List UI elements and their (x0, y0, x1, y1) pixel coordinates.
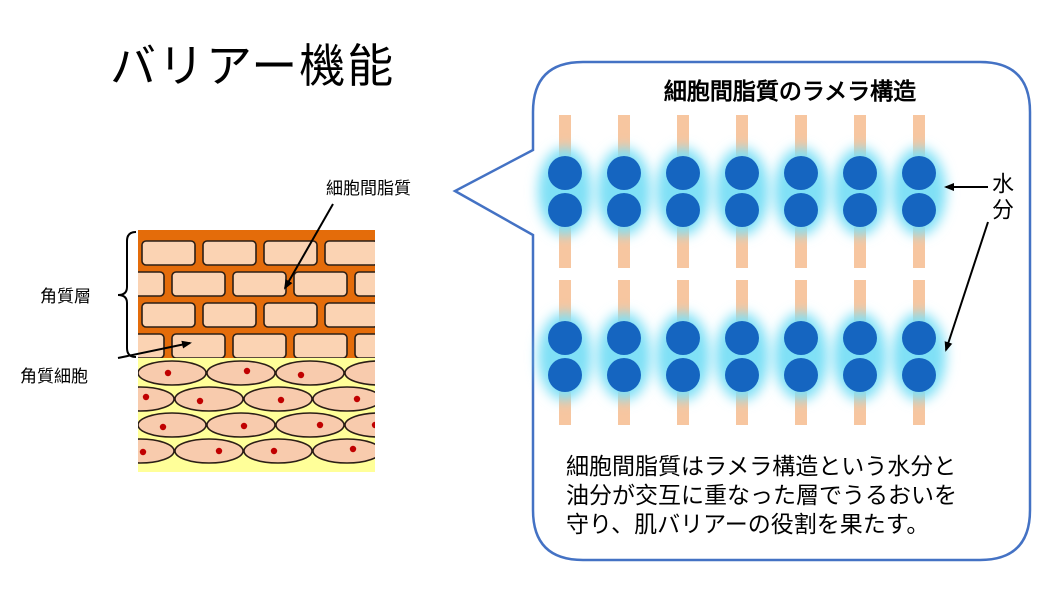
water-label: 水分 (988, 172, 1013, 224)
cell-nucleus (316, 421, 324, 429)
water-molecule (548, 156, 582, 190)
cell-nucleus (353, 395, 361, 403)
granular-layer (138, 358, 385, 472)
corneocyte-brick (263, 240, 318, 266)
corneocyte-brick (324, 302, 375, 328)
granular-cell (275, 412, 345, 438)
corneocyte-brick (141, 302, 196, 328)
granular-cell (138, 386, 175, 412)
cell-nucleus (164, 369, 172, 377)
water-molecule (548, 358, 582, 392)
corneocyte-brick (138, 271, 165, 297)
water-molecule (666, 193, 700, 227)
corneocyte-brick (171, 271, 226, 297)
cell-nucleus (349, 445, 357, 453)
stratum-corneum-bracket (117, 231, 137, 358)
page-title: バリアー機能 (110, 39, 396, 93)
water-molecule (607, 321, 641, 355)
lamellar-description: 細胞間脂質はラメラ構造という水分と 油分が交互に重なった層でうるおいを 守り、肌… (566, 453, 957, 540)
water-molecule (548, 193, 582, 227)
water-molecule (666, 321, 700, 355)
corneocyte-label: 角質細胞 (20, 367, 88, 387)
corneocyte-brick (202, 302, 257, 328)
water-molecule (784, 321, 818, 355)
corneocyte-brick (232, 333, 287, 358)
lipid-arrow (284, 203, 334, 290)
water-molecule (784, 156, 818, 190)
corneocyte-brick (141, 240, 196, 266)
cell-nucleus (159, 423, 167, 431)
water-molecule (902, 156, 936, 190)
water-molecule (843, 321, 877, 355)
granular-cell (174, 386, 244, 412)
water-molecule (666, 156, 700, 190)
granular-cell (206, 360, 276, 386)
granular-cells (138, 360, 385, 464)
water-molecule (607, 358, 641, 392)
cell-nucleus (240, 422, 248, 430)
water-molecule (784, 358, 818, 392)
cell-nucleus (277, 396, 285, 404)
water-molecules (548, 156, 936, 392)
description-line: 細胞間脂質はラメラ構造という水分と (566, 454, 957, 480)
lamellar-panel-title: 細胞間脂質のラメラ構造 (663, 79, 917, 105)
corneocyte-brick (263, 302, 318, 328)
water-molecule (843, 358, 877, 392)
water-molecule (725, 321, 759, 355)
granular-cell (138, 360, 207, 386)
corneocyte-brick (202, 240, 257, 266)
corneocyte-arrow (117, 340, 192, 359)
cell-nucleus (196, 397, 204, 405)
cell-nucleus (215, 447, 223, 455)
water-molecule (607, 193, 641, 227)
cell-nucleus (243, 367, 251, 375)
corneocyte-brick (324, 240, 375, 266)
granular-cell (344, 360, 375, 386)
corneocyte-brick (293, 271, 348, 297)
granular-cell (344, 412, 375, 438)
granular-cell (312, 438, 375, 464)
water-molecule (725, 193, 759, 227)
corneocyte-brick (354, 333, 375, 358)
water-molecule (607, 156, 641, 190)
cell-nucleus (371, 421, 375, 429)
water-molecule (548, 321, 582, 355)
water-molecule (725, 358, 759, 392)
stratum-corneum-label: 角質層 (40, 287, 91, 307)
water-molecule (725, 156, 759, 190)
water-molecule (666, 358, 700, 392)
cell-nucleus (139, 448, 147, 456)
cell-nucleus (379, 371, 385, 377)
lamellar-structure (538, 115, 946, 425)
granular-cell (138, 412, 207, 438)
granular-cell (312, 386, 375, 412)
granular-cell (275, 360, 345, 386)
granular-cell (243, 438, 313, 464)
granular-cell (174, 438, 244, 464)
corneocyte-brick (232, 271, 287, 297)
water-molecule (784, 193, 818, 227)
water-molecule (843, 156, 877, 190)
cell-nucleus (297, 371, 305, 379)
stratum-corneum (138, 230, 375, 358)
cell-nucleus (142, 393, 150, 401)
water-molecule (902, 358, 936, 392)
water-arrow-lower (944, 221, 989, 352)
water-molecule (902, 321, 936, 355)
description-line: 油分が交互に重なった層でうるおいを (566, 483, 957, 509)
corneocyte-bricks (138, 240, 375, 358)
corneocyte-brick (354, 271, 375, 297)
intercellular-lipid-label: 細胞間脂質 (326, 179, 411, 199)
granular-cell (138, 438, 175, 464)
cell-nucleus (270, 447, 278, 455)
water-molecule (843, 193, 877, 227)
description-line: 守り、肌バリアーの役割を果たす。 (566, 512, 930, 538)
corneocyte-brick (293, 333, 348, 358)
water-molecule (902, 193, 936, 227)
